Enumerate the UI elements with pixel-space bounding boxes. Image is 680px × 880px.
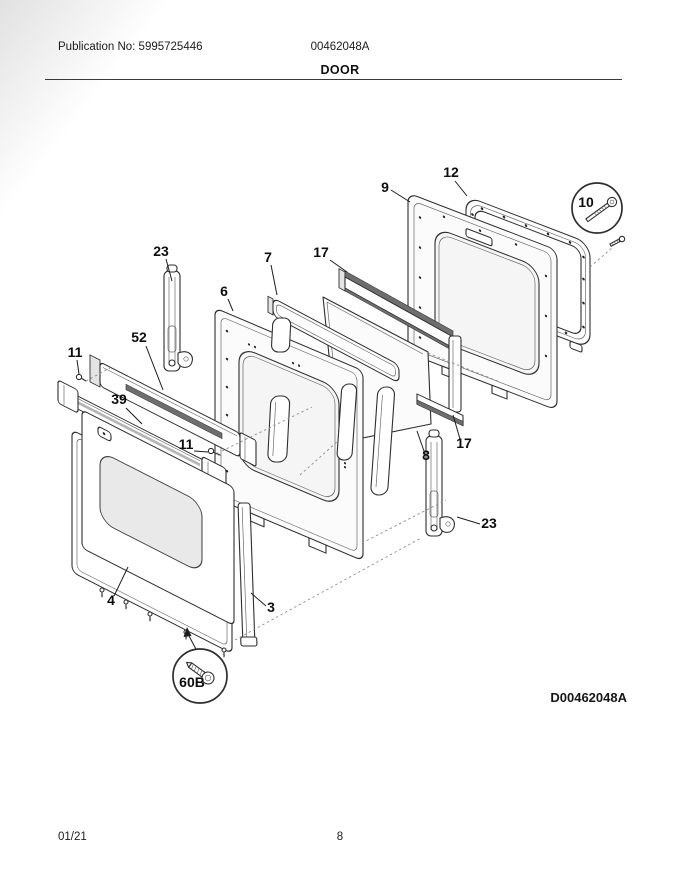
bolt-detail [585, 196, 618, 223]
callout-11-left: 11 [68, 344, 83, 360]
part-7-top-trim [267, 295, 400, 382]
callout-23-left: 23 [153, 243, 169, 259]
part-39-door-handle [57, 380, 227, 493]
part-52-handle-trim [89, 354, 257, 467]
callout-17-top: 17 [313, 244, 329, 260]
part-3-side-trim [237, 502, 258, 647]
callout-39: 39 [111, 391, 127, 407]
callout-52: 52 [131, 329, 147, 345]
part-10-screw [609, 235, 626, 247]
callout-60b: 60B [179, 674, 205, 690]
glass-spacer-block [271, 317, 292, 353]
footer-page-number: 8 [336, 831, 344, 843]
glass-spacer-block [370, 386, 396, 496]
part-23-hinge-right [425, 429, 455, 537]
projection-lines [85, 247, 613, 641]
part-17-bottom-seal [416, 335, 464, 427]
callout-7: 7 [264, 249, 272, 265]
part-9-door-liner-panel [407, 195, 558, 408]
header-rule [45, 79, 622, 80]
callout-23-right: 23 [481, 515, 497, 531]
drawing-number: D00462048A [550, 690, 627, 705]
callout-17-bottom: 17 [456, 435, 472, 451]
callout-4: 4 [107, 592, 115, 608]
glass-spacer-block [336, 383, 358, 461]
callout-3: 3 [267, 599, 275, 615]
60b-screw-detail [186, 661, 215, 685]
glass-spacer-block [267, 395, 291, 463]
document-code: 00462048A [310, 41, 370, 53]
callout-leaders [76, 180, 481, 607]
callout-8: 8 [422, 447, 430, 463]
door-window-tint [99, 456, 203, 569]
part-23-hinge-left [163, 264, 193, 372]
part-11-screw-left [75, 373, 87, 382]
part-6-inner-door-panel [214, 309, 364, 560]
page-title: DOOR [320, 63, 360, 77]
callout-6: 6 [220, 283, 228, 299]
callout-10: 10 [578, 194, 594, 210]
part-4-outer-door-panel [71, 411, 235, 652]
footer-date: 01/21 [58, 831, 87, 843]
detail-circle-60b [172, 627, 228, 704]
callout-12: 12 [443, 164, 459, 180]
publication-number: Publication No: 5995725446 [58, 41, 203, 53]
callout-11-right: 11 [179, 436, 194, 452]
liner-screw-dots [418, 215, 548, 358]
part-17-top-seal [338, 267, 454, 352]
part-11-screw-right [207, 447, 221, 456]
callout-9: 9 [381, 179, 389, 195]
detail-circle-10 [571, 182, 623, 234]
